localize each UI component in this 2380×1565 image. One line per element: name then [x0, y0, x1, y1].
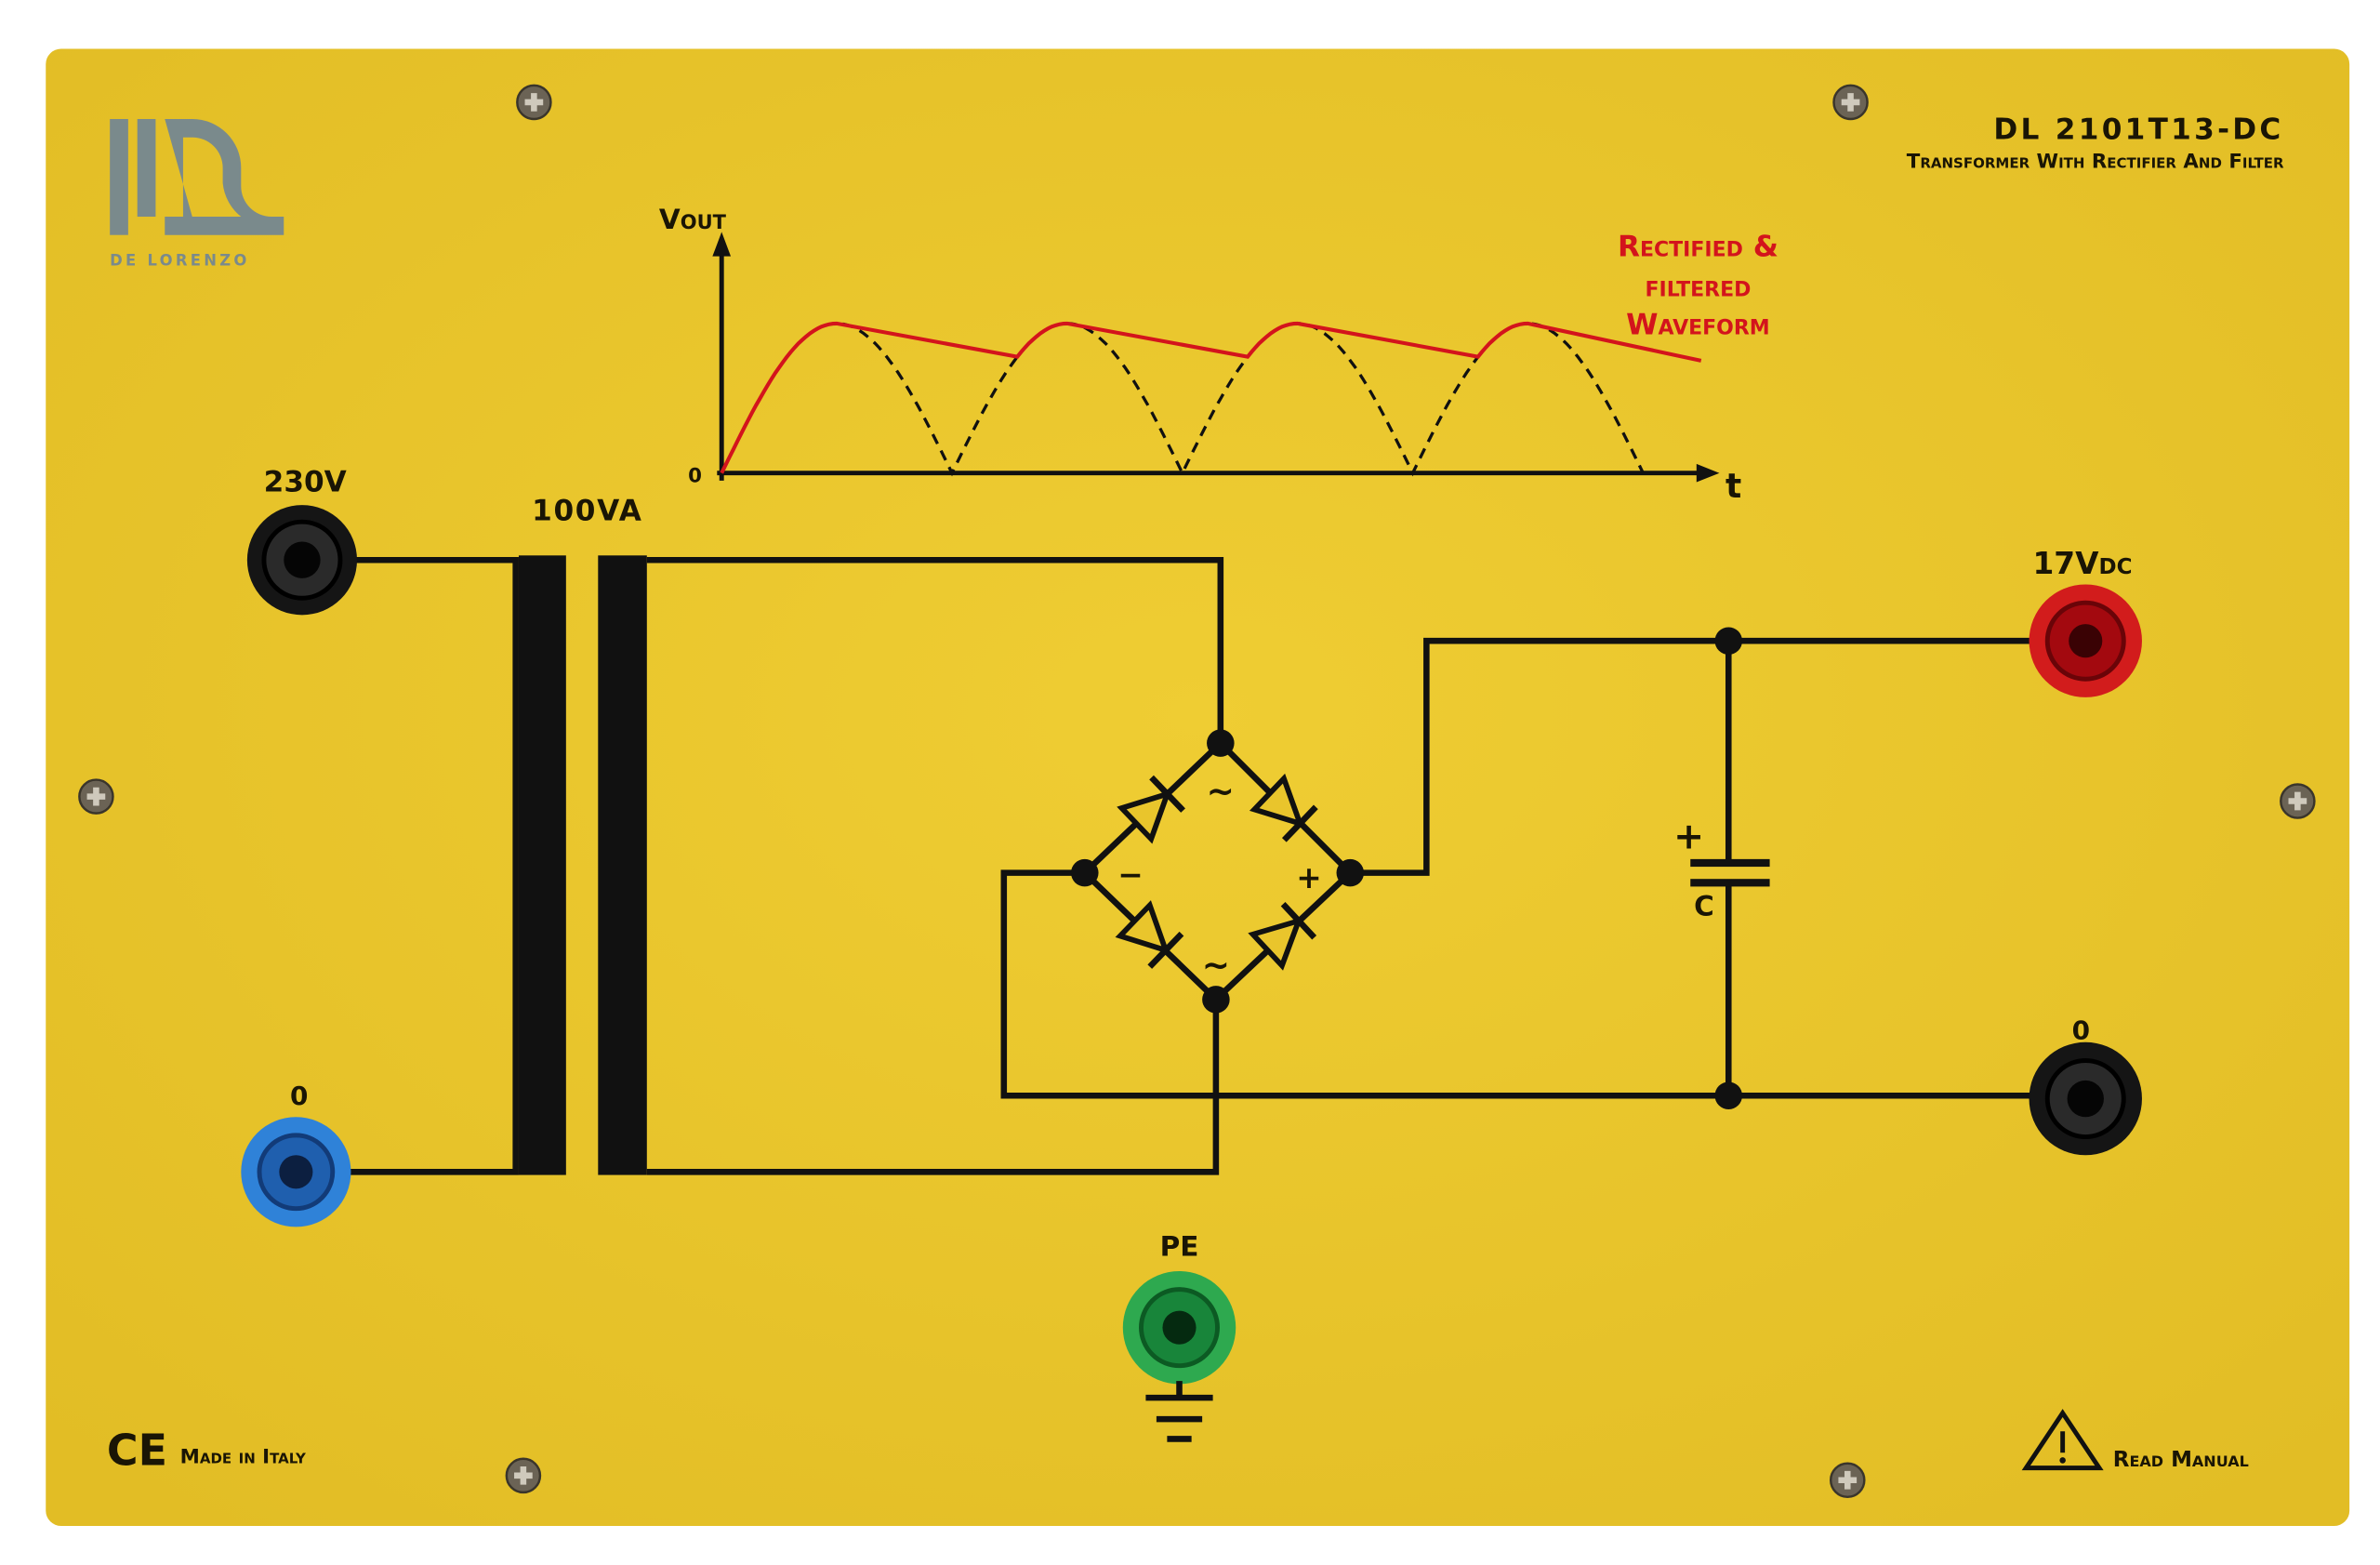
screw-icon — [516, 84, 552, 121]
jack-0v-output[interactable] — [2029, 1041, 2142, 1156]
jack-17vdc-output[interactable] — [2029, 584, 2142, 697]
circuit-wires — [348, 556, 2032, 1175]
ce-mark-icon: CE — [107, 1425, 167, 1475]
svg-text:DE LORENZO: DE LORENZO — [110, 252, 249, 270]
jack-pe[interactable] — [1122, 1270, 1236, 1385]
svg-text:~: ~ — [1207, 771, 1235, 811]
transformer-symbol — [518, 555, 647, 1175]
waveform-caption: Waveform — [1626, 308, 1770, 341]
screw-icon — [78, 778, 114, 815]
made-in-italy: Made in Italy — [180, 1446, 307, 1469]
read-manual-text: Read Manual — [2113, 1448, 2249, 1472]
waveform-caption: filtered — [1646, 270, 1752, 303]
waveform-caption: Rectified & — [1618, 231, 1778, 264]
jack-0v-label: 0 — [2072, 1015, 2090, 1046]
svg-text:+: + — [1296, 860, 1321, 895]
svg-text:−: − — [1117, 857, 1143, 893]
product-subtitle: Transformer With Rectifier And Filter — [1907, 151, 2284, 174]
screw-icon — [505, 1457, 542, 1494]
jack-pe-label: PE — [1160, 1231, 1199, 1263]
capacitor-symbol: + C — [1673, 627, 1770, 1110]
jack-230v[interactable] — [246, 505, 358, 616]
jack-230v-label: 230V — [264, 465, 347, 498]
svg-text:+: + — [1673, 815, 1704, 857]
x-axis-label: t — [1726, 466, 1741, 506]
ground-icon — [1145, 1381, 1213, 1442]
warning-triangle-icon — [2021, 1409, 2104, 1471]
origin-label: 0 — [688, 465, 702, 488]
waveform-diagram: Vout t 0 Rectified & filtered Waveform — [659, 204, 1778, 506]
svg-text:~: ~ — [1202, 945, 1230, 985]
de-lorenzo-logo: DE LORENZO — [110, 118, 284, 270]
jack-neutral-label: 0 — [290, 1081, 308, 1111]
jack-neutral-input[interactable] — [241, 1117, 351, 1227]
svg-text:C: C — [1694, 891, 1714, 922]
transformer-rating: 100VA — [532, 495, 642, 528]
screw-icon — [2280, 783, 2316, 819]
model-number: DL 2101T13-DC — [1993, 113, 2283, 146]
screw-icon — [1832, 84, 1869, 121]
y-axis-label: Vout — [659, 204, 727, 235]
jack-17vdc-label: 17Vdc — [2032, 546, 2132, 581]
screw-icon — [1829, 1462, 1866, 1499]
bridge-rectifier: ~ ~ − + — [1071, 729, 1365, 1014]
